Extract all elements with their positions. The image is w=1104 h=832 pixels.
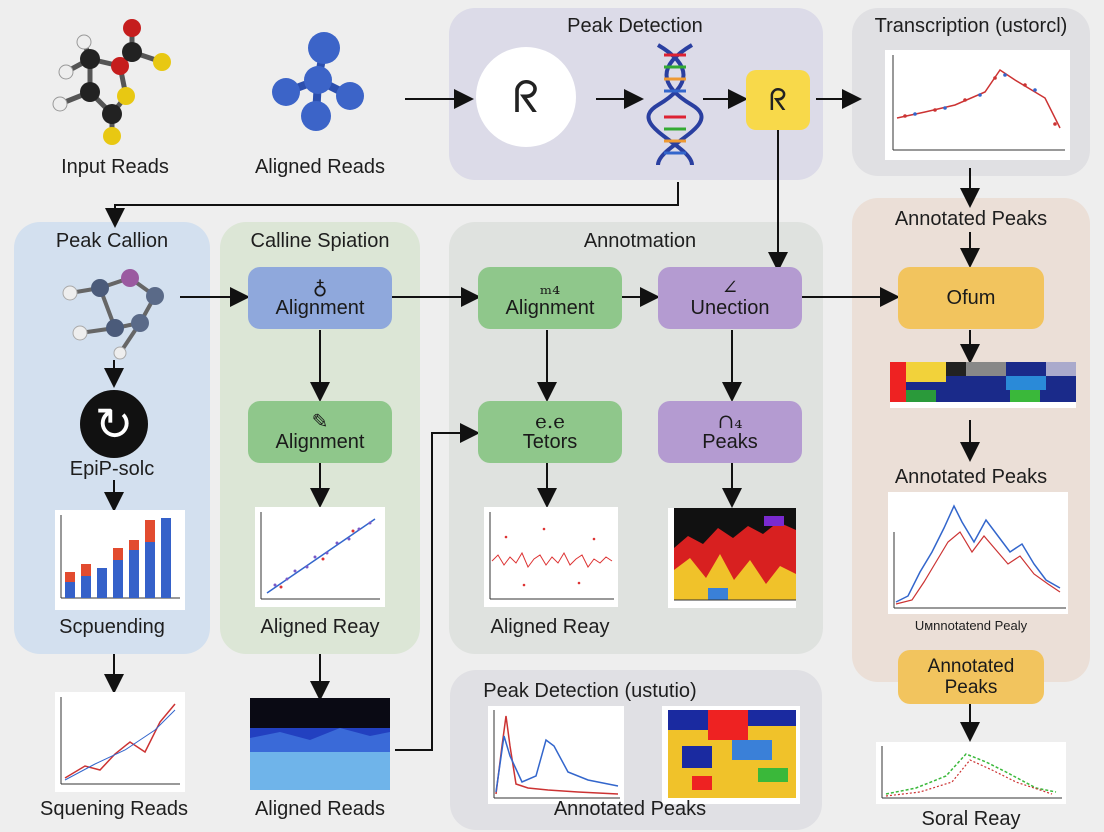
- peak-detection-line-chart: [488, 706, 624, 804]
- annotated-peaks-box-label: Annotated Peaks: [927, 656, 1015, 698]
- alignment-box-annotmation-label: Alignment: [505, 296, 595, 319]
- tetors-box-label: Tetors: [522, 430, 578, 453]
- aligned-reads-label: Aligned Reads: [254, 156, 386, 178]
- refresh-icon: ↻: [80, 390, 148, 458]
- n4-symbol: ∩₄: [717, 408, 743, 433]
- annotated-peaks-line-chart: [888, 492, 1068, 614]
- dna-helix-icon: [646, 43, 704, 166]
- ligature-symbol-icon: ᖇ: [512, 71, 540, 123]
- annotated-peaks-label-2: Annotated Peaks: [894, 466, 1048, 488]
- peak-callion-title: Peak Callion: [55, 230, 169, 252]
- unection-box[interactable]: ∠ Unection: [658, 267, 802, 329]
- unection-box-label: Unection: [690, 296, 770, 319]
- epip-solc-label: EpiP-solc: [69, 458, 155, 480]
- input-reads-molecule-icon: [52, 19, 171, 145]
- soral-reay-chart: [876, 742, 1066, 804]
- white-circle-symbol: ᖇ: [476, 47, 576, 147]
- face-symbol: e.e: [534, 408, 566, 433]
- annotmation-title: Annotmation: [583, 230, 697, 252]
- pen-icon: ✎: [311, 408, 329, 433]
- peaks-box[interactable]: ∩₄ Peaks: [658, 401, 802, 463]
- squening-reads-label: Squening Reads: [40, 798, 188, 820]
- transcription-scatter-chart: [885, 50, 1070, 160]
- input-reads-label: Input Reads: [61, 156, 169, 178]
- m4-symbol: ₘ₄: [539, 274, 561, 299]
- ofum-heatmap: [890, 362, 1076, 408]
- aligned-reay-label-2: Aligned Reay: [260, 616, 380, 638]
- scpuending-bar-chart: [55, 510, 185, 610]
- angle-icon: ∠: [721, 274, 739, 299]
- yellow-symbol-box: ᖇ: [746, 70, 810, 130]
- ligature-symbol-icon: ᖇ: [769, 82, 787, 118]
- peak-detection-title: Peak Detection: [567, 15, 703, 37]
- scpuending-label: Scpuending: [59, 616, 165, 638]
- annotated-peaks-bottom-label: Annotated Peaks: [553, 798, 707, 820]
- peak-detection-heatmap: [662, 706, 800, 804]
- unnotatend-pealy-label: Uмnnotatend Pealy: [914, 618, 1028, 633]
- alignment-box-annotmation[interactable]: ₘ₄ Alignment: [478, 267, 622, 329]
- ofum-box[interactable]: Ofum: [898, 267, 1044, 329]
- person-symbol-icon: ♁: [312, 274, 328, 299]
- transcription-title: Transcription (ustorcl): [874, 15, 1068, 37]
- peaks-heatmap: [668, 508, 796, 608]
- alignment-box-green[interactable]: ✎ Alignment: [248, 401, 392, 463]
- tetors-box[interactable]: e.e Tetors: [478, 401, 622, 463]
- aligned-reay-scatter-chart: [255, 507, 385, 607]
- peaks-box-label: Peaks: [702, 430, 758, 453]
- alignment-box-blue[interactable]: ♁ Alignment: [248, 267, 392, 329]
- aligned-reay-label-3: Aligned Reay: [490, 616, 610, 638]
- squening-line-chart: [55, 692, 185, 792]
- aligned-reads-label-bottom: Aligned Reads: [254, 798, 386, 820]
- peak-callion-molecule-icon: [62, 269, 164, 360]
- alignment-box-green-label: Alignment: [275, 430, 365, 453]
- peak-detection-ustutio-title: Peak Detection (ustutio): [483, 680, 697, 702]
- calline-spiation-title: Calline Spiation: [250, 230, 390, 252]
- ofum-box-label: Ofum: [946, 286, 996, 309]
- annotated-peaks-box[interactable]: Annotated Peaks: [898, 650, 1044, 704]
- alignment-box-blue-label: Alignment: [275, 296, 365, 319]
- aligned-reay-noise-chart: [484, 507, 618, 607]
- aligned-reads-molecule-icon: [272, 32, 364, 131]
- annotated-peaks-label-1: Annotated Peaks: [894, 208, 1048, 230]
- soral-reay-label: Soral Reay: [921, 808, 1021, 830]
- aligned-reads-heatmap: [250, 698, 390, 790]
